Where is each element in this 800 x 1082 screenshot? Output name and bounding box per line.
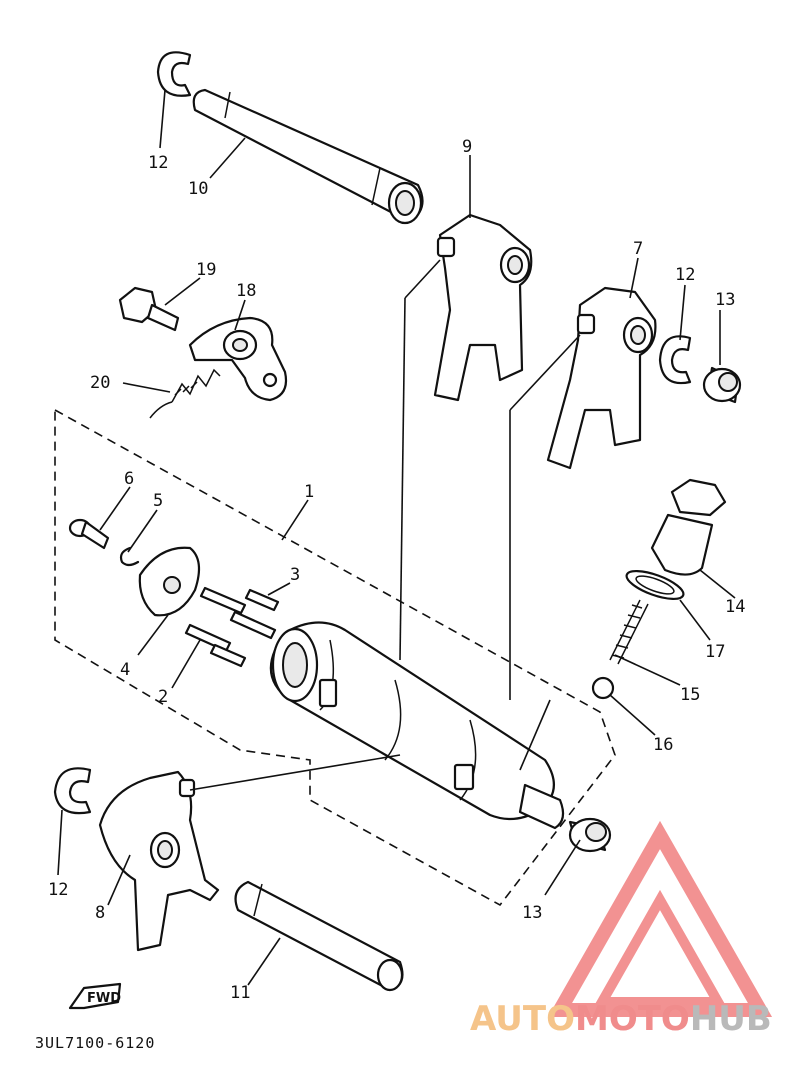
callout-5: 5 — [153, 491, 163, 511]
callout-2: 2 — [158, 687, 168, 707]
callout-17: 17 — [705, 642, 725, 662]
shift-guide-shaft-11 — [234, 880, 404, 992]
callout-4: 4 — [120, 660, 130, 680]
callout-9: 9 — [462, 137, 472, 157]
collar-13-upper — [702, 366, 742, 404]
watermark-auto: AUTO — [470, 999, 575, 1039]
segment-4 — [138, 546, 201, 617]
assembly-outline — [54, 408, 616, 907]
compression-spring-15 — [609, 599, 649, 665]
callout-labels: 12 10 9 7 12 13 19 18 20 6 5 1 3 4 2 14 … — [48, 137, 745, 1003]
dowel-pin-2 — [184, 586, 277, 668]
callout-12: 12 — [675, 265, 695, 285]
watermark-text: AUTOMOTOHUB — [470, 999, 772, 1039]
callout-20: 20 — [90, 373, 110, 393]
watermark-hub: HUB — [690, 999, 772, 1039]
torsion-spring-20 — [149, 368, 221, 419]
fwd-arrow-icon: FWD — [68, 982, 121, 1010]
callout-10: 10 — [188, 179, 208, 199]
plug-14 — [650, 478, 727, 576]
shift-fork-8 — [98, 770, 220, 952]
callout-6: 6 — [124, 469, 134, 489]
callout-12: 12 — [48, 880, 68, 900]
shift-fork-7 — [546, 286, 657, 470]
callout-13: 13 — [715, 290, 735, 310]
callout-16: 16 — [653, 735, 673, 755]
fwd-label: FWD — [87, 991, 121, 1006]
bolt-19 — [118, 286, 180, 332]
callout-1: 1 — [304, 482, 314, 502]
dowel-pin-3 — [244, 588, 280, 612]
callout-18: 18 — [236, 281, 256, 301]
diagram-code: 3UL7100-6120 — [35, 1034, 155, 1052]
watermark-moto: MOTO — [575, 999, 690, 1039]
circlip-12-right — [658, 335, 692, 385]
ball-16 — [591, 676, 615, 700]
callout-7: 7 — [633, 239, 643, 259]
shift-cam-drum-1 — [269, 621, 565, 830]
callout-13: 13 — [522, 903, 542, 923]
watermark-logo-icon — [547, 820, 773, 1017]
circlip-12-top — [156, 51, 192, 97]
callout-11: 11 — [230, 983, 250, 1003]
circlip-12-left — [53, 767, 92, 815]
shift-fork-9 — [433, 213, 533, 402]
collar-13-lower — [568, 817, 612, 853]
shift-guide-shaft-10 — [192, 88, 424, 225]
lock-washer-5 — [119, 546, 140, 567]
stopper-lever-18 — [188, 316, 288, 402]
callout-19: 19 — [196, 260, 216, 280]
callout-3: 3 — [290, 565, 300, 585]
screw-6 — [68, 518, 110, 550]
callout-8: 8 — [95, 903, 105, 923]
callout-12: 12 — [148, 153, 168, 173]
callout-14: 14 — [725, 597, 745, 617]
gasket-17 — [625, 569, 685, 601]
leader-lines — [57, 89, 736, 986]
callout-15: 15 — [680, 685, 700, 705]
